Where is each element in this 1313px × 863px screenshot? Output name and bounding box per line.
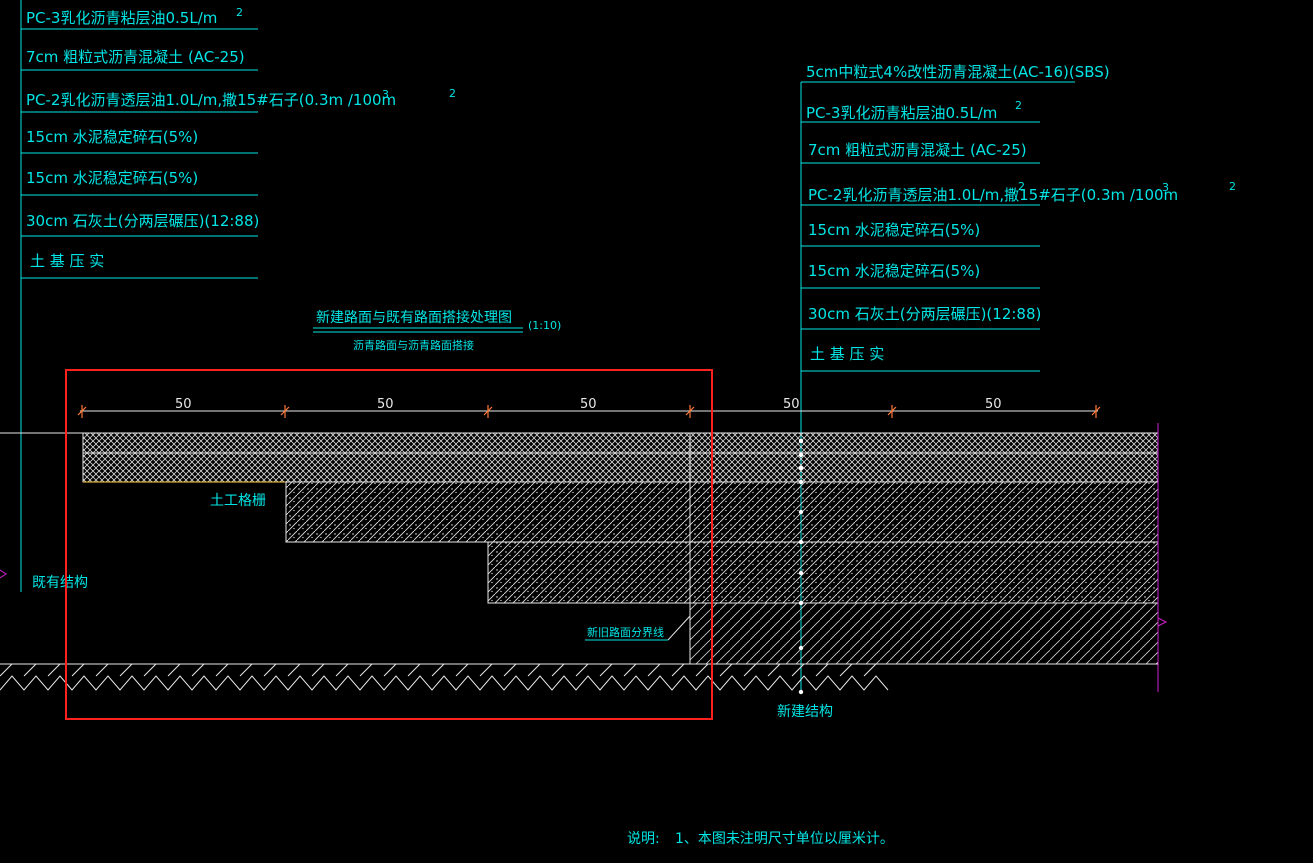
label-geogrid: 土工格栅 xyxy=(210,493,266,509)
dim-5: 50 xyxy=(985,397,1002,412)
dim-3: 50 xyxy=(580,397,597,412)
left-layer-7: 土 基 压 实 xyxy=(30,252,104,270)
left-layer-5: 15cm 水泥稳定碎石(5%) xyxy=(26,169,198,187)
left-layer-2: 7cm 粗粒式沥青混凝土 (AC-25) xyxy=(26,48,245,66)
right-superscript-2: 2 xyxy=(1018,180,1025,193)
title-main: 新建路面与既有路面搭接处理图 xyxy=(316,309,512,326)
label-boundary: 新旧路面分界线 xyxy=(587,625,664,639)
left-layer-1: PC-3乳化沥青粘层油0.5L/m xyxy=(26,9,217,27)
right-superscript-1: 2 xyxy=(1015,99,1022,112)
right-layer-3: 7cm 粗粒式沥青混凝土 (AC-25) xyxy=(808,141,1027,159)
right-superscript-3: 3 xyxy=(1162,181,1169,194)
dim-4: 50 xyxy=(783,397,800,412)
notes: 说明: 1、本图未注明尺寸单位以厘米计。 xyxy=(627,831,894,847)
right-layer-1: 5cm中粒式4%改性沥青混凝土(AC-16)(SBS) xyxy=(806,63,1110,81)
dim-1: 50 xyxy=(175,397,192,412)
right-superscript-4: 2 xyxy=(1229,180,1236,193)
dimension-line: 50 50 50 50 50 xyxy=(77,397,1101,418)
right-layer-7: 30cm 石灰土(分两层碾压)(12:88) xyxy=(808,305,1041,323)
right-callout: 5cm中粒式4%改性沥青混凝土(AC-16)(SBS) PC-3乳化沥青粘层油0… xyxy=(800,63,1236,692)
notes-line-1: 1、本图未注明尺寸单位以厘米计。 xyxy=(675,831,894,847)
label-existing: 既有结构 xyxy=(32,575,88,591)
label-new: 新建结构 xyxy=(777,704,833,720)
left-superscript-3: 2 xyxy=(449,87,456,100)
right-layer-8: 土 基 压 实 xyxy=(810,345,884,363)
drawing-title: 新建路面与既有路面搭接处理图 (1:10) 沥青路面与沥青路面搭接 xyxy=(313,309,561,352)
right-layer-2: PC-3乳化沥青粘层油0.5L/m xyxy=(806,104,997,122)
dim-2: 50 xyxy=(377,397,394,412)
title-scale: (1:10) xyxy=(528,319,561,332)
right-layer-4: PC-2乳化沥青透层油1.0L/m,撒15#石子(0.3m /100m xyxy=(808,186,1178,204)
labels: 土工格栅 既有结构 新旧路面分界线 新建结构 xyxy=(32,493,833,720)
pavement-section xyxy=(0,423,1168,695)
left-layer-6: 30cm 石灰土(分两层碾压)(12:88) xyxy=(26,212,259,230)
left-layer-3: PC-2乳化沥青透层油1.0L/m,撒15#石子(0.3m /100m xyxy=(26,91,396,109)
right-layer-6: 15cm 水泥稳定碎石(5%) xyxy=(808,262,980,280)
right-layer-5: 15cm 水泥稳定碎石(5%) xyxy=(808,221,980,239)
selection-rectangle[interactable] xyxy=(65,369,713,720)
left-callout: PC-3乳化沥青粘层油0.5L/m 2 7cm 粗粒式沥青混凝土 (AC-25)… xyxy=(20,0,456,592)
left-superscript-1: 2 xyxy=(236,6,243,19)
left-layer-4: 15cm 水泥稳定碎石(5%) xyxy=(26,128,198,146)
notes-head: 说明: xyxy=(627,831,660,847)
title-sub: 沥青路面与沥青路面搭接 xyxy=(353,339,474,352)
left-superscript-2: 3 xyxy=(382,88,389,101)
